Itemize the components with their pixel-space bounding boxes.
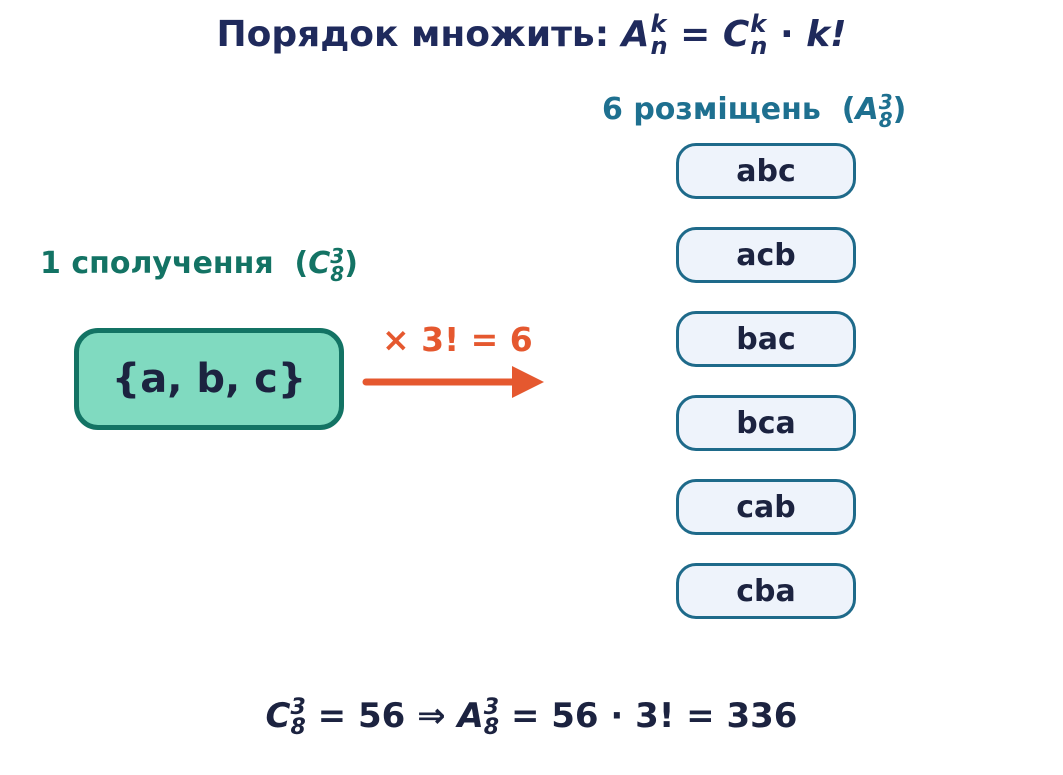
arrangement-item-text: acb — [736, 237, 796, 273]
title-eq: = — [680, 14, 711, 55]
combination-label-text: 1 сполучення — [40, 246, 274, 281]
title-a-letter: A — [621, 14, 650, 55]
arrangement-item: bca — [676, 395, 856, 451]
title-c-sup: k — [750, 10, 767, 39]
arrangement-item: acb — [676, 227, 856, 283]
combination-set-text: {a, b, c} — [111, 356, 307, 402]
bottom-a-letter: A — [457, 696, 484, 736]
arrangement-item: abc — [676, 143, 856, 199]
bottom-eq2: = 56 · 3! = 336 — [510, 696, 798, 736]
arrangement-item: bac — [676, 311, 856, 367]
arrangement-item-text: abc — [736, 153, 796, 189]
bottom-c-letter: C — [265, 696, 291, 736]
arrangement-item-text: cba — [736, 573, 796, 609]
multiplier-label: × 3! = 6 — [382, 320, 533, 359]
implies-arrow-icon: ⇒ — [417, 696, 446, 736]
arrangement-item: cba — [676, 563, 856, 619]
title-a-sub: n — [650, 32, 668, 60]
title-text: Порядок множить: — [216, 14, 610, 55]
arrangements-notation-sup: 3 — [878, 89, 893, 114]
arrangement-item: cab — [676, 479, 856, 535]
bottom-eq1: = 56 — [317, 696, 406, 736]
combination-notation-sub: 8 — [330, 261, 345, 286]
title-c-sub: n — [750, 32, 768, 60]
bottom-a-sub: 8 — [483, 714, 500, 740]
arrangements-notation-sub: 8 — [878, 107, 893, 132]
title-dot: · — [779, 14, 794, 55]
arrangement-item-text: cab — [736, 489, 796, 525]
right-arrow-icon — [362, 366, 544, 398]
bottom-a-sup: 3 — [483, 694, 500, 720]
bottom-c-sup: 3 — [290, 694, 306, 720]
bottom-c-sub: 8 — [290, 714, 306, 740]
arrangements-notation-letter: A — [855, 92, 879, 127]
title-k-factorial: k! — [806, 14, 847, 55]
title-a-sup: k — [650, 10, 667, 39]
combination-notation-letter: C — [308, 246, 331, 281]
combination-set-box: {a, b, c} — [74, 328, 344, 430]
title-c-letter: C — [722, 14, 750, 55]
arrangement-item-text: bac — [736, 321, 796, 357]
combination-notation-sup: 3 — [330, 243, 345, 268]
arrangement-item-text: bca — [736, 405, 796, 441]
arrangements-label-text: 6 розміщень — [602, 92, 821, 127]
